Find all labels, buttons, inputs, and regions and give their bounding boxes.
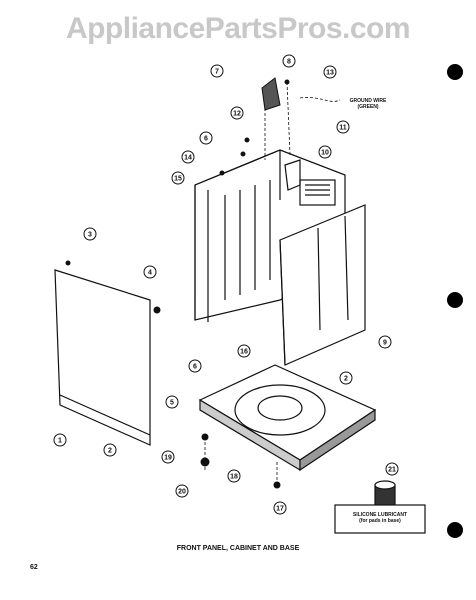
callout-number: 7	[215, 69, 219, 76]
callout-number: 4	[148, 270, 152, 277]
callout-9: 9	[378, 335, 392, 349]
callout-number: 2	[344, 376, 348, 383]
callout-18: 18	[227, 469, 241, 483]
callout-number: 19	[164, 455, 172, 462]
callout-number: 3	[88, 232, 92, 239]
callout-number: 12	[233, 111, 241, 118]
ground-wire-line1: GROUND WIRE	[349, 98, 387, 104]
callout-21: 21	[385, 462, 399, 476]
callout-number: 18	[230, 474, 238, 481]
callout-17: 17	[273, 501, 287, 515]
callout-number: 5	[170, 400, 174, 407]
binder-hole	[447, 292, 463, 308]
callout-19: 19	[161, 450, 175, 464]
side-panel-illustration	[279, 204, 366, 366]
callout-number: 17	[276, 506, 284, 513]
callout-16: 16	[237, 344, 251, 358]
callout-1: 1	[53, 433, 67, 447]
ground-wire-line2: (GREEN)	[357, 104, 379, 110]
ground-wire-label: GROUND WIRE (GREEN)	[338, 98, 398, 110]
callout-7: 7	[210, 64, 224, 78]
callout-14: 14	[181, 150, 195, 164]
callout-6: 6	[199, 131, 213, 145]
callout-number: 6	[193, 364, 197, 371]
callout-5: 5	[165, 395, 179, 409]
binder-hole	[447, 64, 463, 80]
callout-20: 20	[175, 484, 189, 498]
callout-11: 11	[336, 120, 350, 134]
callout-number: 15	[174, 176, 182, 183]
callout-3: 3	[83, 227, 97, 241]
callout-number: 11	[339, 125, 347, 132]
callout-8: 8	[282, 54, 296, 68]
callout-number: 21	[388, 467, 396, 474]
callout-4: 4	[143, 265, 157, 279]
callout-number: 20	[178, 489, 186, 496]
callout-number: 13	[326, 70, 334, 77]
diagram-caption: FRONT PANEL, CABINET AND BASE	[176, 545, 300, 552]
callout-10: 10	[318, 145, 332, 159]
watermark-text: AppliancePartsPros.com	[65, 12, 411, 45]
callout-number: 8	[287, 59, 291, 66]
callout-number: 1	[58, 438, 62, 445]
silicone-lubricant-label: SILICONE LUBRICANT (for pads in base)	[335, 512, 425, 524]
callout-number: 2	[108, 448, 112, 455]
callout-15: 15	[171, 171, 185, 185]
callout-12: 12	[230, 106, 244, 120]
binder-hole	[447, 522, 463, 538]
callout-number: 10	[321, 150, 329, 157]
leader-lines	[204, 81, 341, 485]
callout-6: 6	[188, 359, 202, 373]
callout-2: 2	[103, 443, 117, 457]
callout-number: 9	[383, 340, 387, 347]
callout-2: 2	[339, 371, 353, 385]
callout-number: 14	[184, 155, 192, 162]
front-panel-illustration	[54, 269, 151, 446]
callout-number: 6	[204, 136, 208, 143]
callout-13: 13	[323, 65, 337, 79]
page-number: 62	[30, 564, 38, 571]
silicone-line2: (for pads in base)	[359, 518, 401, 524]
callout-number: 16	[240, 349, 248, 356]
silicone-line1: SILICONE LUBRICANT	[352, 512, 408, 518]
base-illustration	[198, 364, 377, 472]
silicone-can-illustration	[334, 480, 426, 534]
